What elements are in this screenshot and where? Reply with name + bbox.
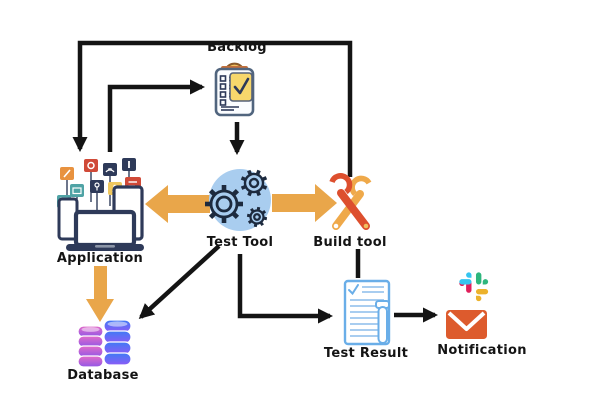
gears-circle-icon	[205, 169, 271, 231]
orange-arrow-testtool-to-buildtool	[272, 184, 337, 222]
application-label: Application	[56, 251, 144, 266]
orange-arrow-testtool-to-application	[145, 185, 210, 223]
backlog-label: Backlog	[207, 40, 267, 55]
clipboard-checklist-icon	[214, 62, 255, 117]
database-label: Database	[67, 368, 139, 383]
crossed-wrenches-icon	[329, 173, 372, 230]
arrow-buildtool-to-application	[72, 40, 353, 177]
laptop-icon	[66, 209, 144, 251]
devices-app-bubbles-icon	[57, 158, 144, 251]
test-result-label: Test Result	[323, 346, 409, 361]
orange-arrow-application-to-database	[86, 266, 114, 322]
slack-icon	[459, 272, 489, 302]
report-testtube-icon	[343, 279, 391, 346]
test-tool-label: Test Tool	[206, 235, 274, 250]
coin-stacks-icon	[77, 319, 132, 368]
build-tool-label: Build tool	[313, 235, 387, 250]
arrow-testtool-to-database	[138, 244, 221, 320]
arrow-testtool-to-testresult	[237, 254, 334, 324]
notification-label: Notification	[437, 343, 527, 358]
email-icon	[446, 310, 487, 339]
arrow-application-to-backlog	[107, 79, 206, 152]
